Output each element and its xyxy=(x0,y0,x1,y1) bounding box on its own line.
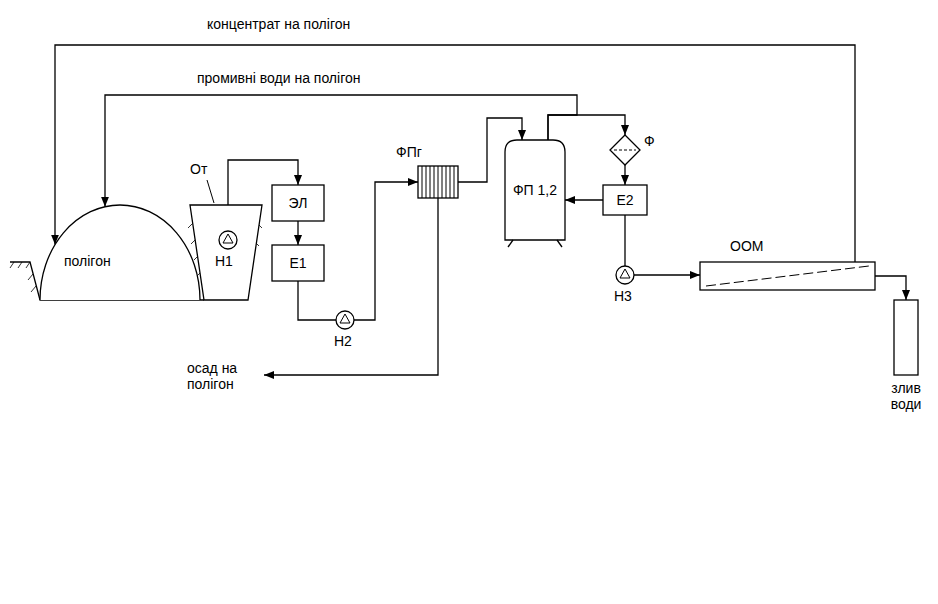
pump-symbol: Н1 xyxy=(219,231,237,249)
flow-connector xyxy=(548,115,625,140)
flow-connector xyxy=(565,199,603,200)
membrane-unit: ООМ xyxy=(700,262,875,290)
node-label: полігон xyxy=(64,253,111,269)
discharge-tank-outline xyxy=(894,300,918,375)
hatch-stroke xyxy=(10,262,14,268)
process-box: ЭЛ xyxy=(272,185,324,221)
pump-symbol-outline xyxy=(219,231,237,249)
vessel-outline xyxy=(505,140,565,240)
box-outline xyxy=(418,166,458,198)
pump-mark xyxy=(620,269,630,278)
pump-mark xyxy=(340,314,350,323)
hatch-stroke xyxy=(430,166,431,198)
flow-label: промивні води на полігон xyxy=(195,70,362,86)
box-outline xyxy=(272,185,324,221)
box-outline xyxy=(603,185,647,215)
filter-press-outline xyxy=(418,166,458,198)
box-outline xyxy=(894,300,918,375)
node-label: Е1 xyxy=(289,255,306,271)
collection-pit: ОтН1 xyxy=(190,205,262,300)
hatch-stroke xyxy=(426,166,427,198)
mound-outline xyxy=(40,205,200,300)
membrane-line xyxy=(706,266,869,286)
hatch-stroke xyxy=(442,166,443,198)
filter-press: ФПг xyxy=(418,166,458,198)
discharge-tank: злив води xyxy=(894,300,918,375)
collection-pit-outline xyxy=(190,205,262,300)
hatch-stroke xyxy=(450,166,451,198)
node-label: ЭЛ xyxy=(289,195,308,211)
hatch-stroke xyxy=(434,166,435,198)
filter-diamond: Ф xyxy=(610,135,640,165)
sludge-arrow xyxy=(264,198,438,375)
hatch-stroke xyxy=(18,262,22,268)
flow-connector xyxy=(634,274,700,275)
vessel-leg xyxy=(557,240,562,247)
hatch-stroke xyxy=(31,286,36,292)
hatch-stroke xyxy=(454,166,455,198)
hatch-stroke xyxy=(28,274,33,280)
hatch-stroke xyxy=(26,262,30,268)
pump-symbol: Н2 xyxy=(336,311,354,329)
pit-outline xyxy=(190,205,262,300)
node-label: Е2 xyxy=(616,192,633,208)
flow-label: осад на полігон xyxy=(185,360,261,392)
filter-diamond-outline xyxy=(610,135,640,165)
node-label: Н1 xyxy=(215,253,233,269)
flow-connector xyxy=(298,281,336,320)
pump-symbol-outline xyxy=(336,311,354,329)
node-label: злив води xyxy=(884,380,928,412)
box-outline xyxy=(272,245,324,281)
membrane-unit-outline xyxy=(700,262,875,290)
flow-connector xyxy=(55,45,855,262)
pump-symbol: Н3 xyxy=(616,266,634,284)
node-label: Ф xyxy=(644,133,655,149)
hatch-stroke xyxy=(438,166,439,198)
diamond-outline xyxy=(610,135,640,165)
node-label: ФПг xyxy=(396,144,422,160)
flow-connector xyxy=(624,215,625,266)
hatch-stroke xyxy=(422,166,423,198)
flow-connector xyxy=(354,182,418,320)
pump-symbol-outline xyxy=(616,266,634,284)
tank-box: Е2 xyxy=(603,185,647,215)
leader-line xyxy=(207,180,214,203)
node-label: Н2 xyxy=(334,333,352,349)
pump-mark xyxy=(223,234,233,243)
tank-box: Е1 xyxy=(272,245,324,281)
node-label: ФП 1,2 xyxy=(513,182,557,198)
filter-mesh xyxy=(614,150,636,151)
landfill-mound: полігон xyxy=(40,205,200,300)
pressure-filter: ФП 1,2 xyxy=(505,140,565,240)
landfill-mound-outline xyxy=(40,205,200,300)
pump-circle xyxy=(616,266,634,284)
vessel-leg xyxy=(508,240,513,247)
pump-circle xyxy=(219,231,237,249)
hatch-stroke xyxy=(446,166,447,198)
pump-circle xyxy=(336,311,354,329)
box-outline xyxy=(700,262,875,290)
flow-label: концентрат на полігон xyxy=(205,16,352,32)
flow-connector xyxy=(624,165,625,185)
node-label: Н3 xyxy=(614,288,632,304)
node-label: От xyxy=(190,161,207,177)
flow-connector xyxy=(297,221,298,245)
flow-connector xyxy=(875,276,906,300)
node-label: ООМ xyxy=(730,238,763,254)
